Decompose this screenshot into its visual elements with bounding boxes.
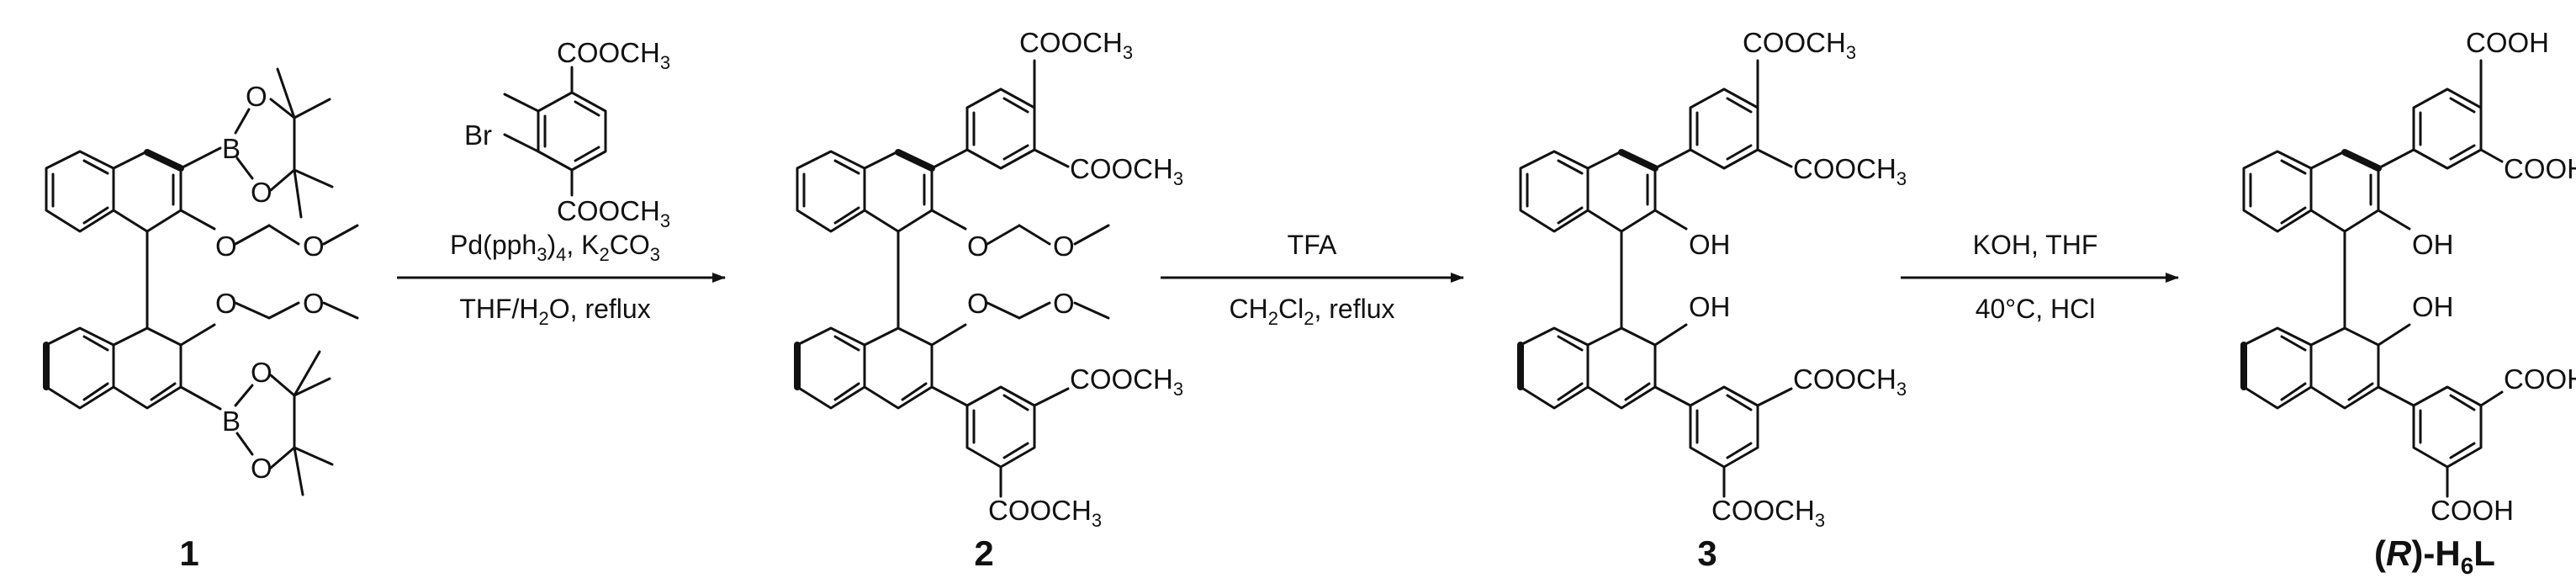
boron-label: B bbox=[222, 133, 241, 164]
compound-label-h6l: (R)-H6L bbox=[2374, 533, 2495, 578]
compound-2-structure: COOCH3 COOCH3 O O O O COOCH3 COOCH3 bbox=[794, 27, 1183, 531]
lower-naphthalene bbox=[43, 326, 182, 410]
compound-h6l-structure: OH OH COOH COOH COOH COOH bbox=[2240, 27, 2576, 526]
compound-number: 2 bbox=[974, 533, 993, 573]
ester-label: COOCH3 bbox=[988, 495, 1102, 531]
boron-label: B bbox=[222, 406, 241, 437]
upper-naphthalene bbox=[2242, 149, 2382, 233]
oxygen-label: O bbox=[1053, 231, 1075, 262]
hydroxyl-label: OH bbox=[1689, 229, 1731, 260]
step-3-reagents: KOH, THF bbox=[1973, 230, 2098, 260]
step-2-reagent: TFA bbox=[1288, 230, 1337, 260]
oxygen-label: O bbox=[215, 231, 237, 262]
ester-label: COOCH3 bbox=[1019, 27, 1133, 63]
step-1-conditions: THF/H2O, reflux bbox=[459, 294, 650, 329]
oxygen-label: O bbox=[967, 231, 989, 262]
oxygen-label: O bbox=[967, 288, 989, 319]
lower-naphthalene bbox=[1517, 326, 1657, 410]
bromine-label: Br bbox=[464, 119, 492, 151]
hydroxyl-label: OH bbox=[2412, 291, 2454, 322]
ester-label: COOCH3 bbox=[1070, 363, 1183, 400]
ester-label: COOCH3 bbox=[1793, 153, 1907, 189]
lower-naphthalene bbox=[794, 326, 934, 410]
oxygen-label: O bbox=[215, 288, 237, 319]
oxygen-label: O bbox=[251, 177, 272, 208]
reaction-step-1: COOCH3 Br COOCH3 Pd(pph3)4, K2CO3 THF/H2… bbox=[397, 37, 726, 329]
ester-label: COOCH3 bbox=[557, 195, 670, 231]
acid-label: COOH bbox=[2466, 27, 2549, 58]
upper-naphthalene bbox=[796, 149, 935, 233]
upper-naphthalene bbox=[1519, 149, 1658, 233]
aryl-bromide-reagent: COOCH3 Br COOCH3 bbox=[464, 37, 670, 231]
oxygen-label: O bbox=[246, 81, 267, 112]
step-2-conditions: CH2Cl2, reflux bbox=[1230, 294, 1395, 329]
hydroxyl-label: OH bbox=[1689, 291, 1731, 322]
upper-naphthalene bbox=[45, 149, 184, 233]
oxygen-label: O bbox=[303, 288, 325, 319]
oxygen-label: O bbox=[303, 231, 325, 262]
ester-label: COOCH3 bbox=[1793, 363, 1907, 400]
ester-label: COOCH3 bbox=[557, 37, 670, 73]
step-3-conditions: 40°C, HCl bbox=[1976, 294, 2096, 324]
ester-label: COOCH3 bbox=[1743, 27, 1856, 63]
oxygen-label: O bbox=[1053, 288, 1075, 319]
step-1-catalyst: Pd(pph3)4, K2CO3 bbox=[450, 230, 660, 265]
oxygen-label: O bbox=[251, 453, 272, 484]
acid-label: COOH bbox=[2504, 363, 2576, 395]
reaction-step-3: KOH, THF 40°C, HCl bbox=[1901, 230, 2179, 324]
compound-3-structure: OH OH COOCH3 COOCH3 COOCH3 COOCH3 bbox=[1517, 27, 1907, 531]
acid-label: COOH bbox=[2504, 153, 2576, 184]
ester-label: COOCH3 bbox=[1070, 153, 1183, 189]
lower-naphthalene bbox=[2240, 326, 2380, 410]
acid-label: COOH bbox=[2431, 495, 2514, 526]
oxygen-label: O bbox=[251, 357, 272, 388]
ester-label: COOCH3 bbox=[1711, 495, 1825, 531]
compound-number: 3 bbox=[1697, 533, 1716, 573]
compound-number: 1 bbox=[179, 533, 198, 573]
hydroxyl-label: OH bbox=[2412, 229, 2454, 260]
compound-1-structure: B O O O O O O B O O bbox=[43, 67, 359, 496]
reaction-step-2: TFA CH2Cl2, reflux bbox=[1161, 230, 1464, 329]
